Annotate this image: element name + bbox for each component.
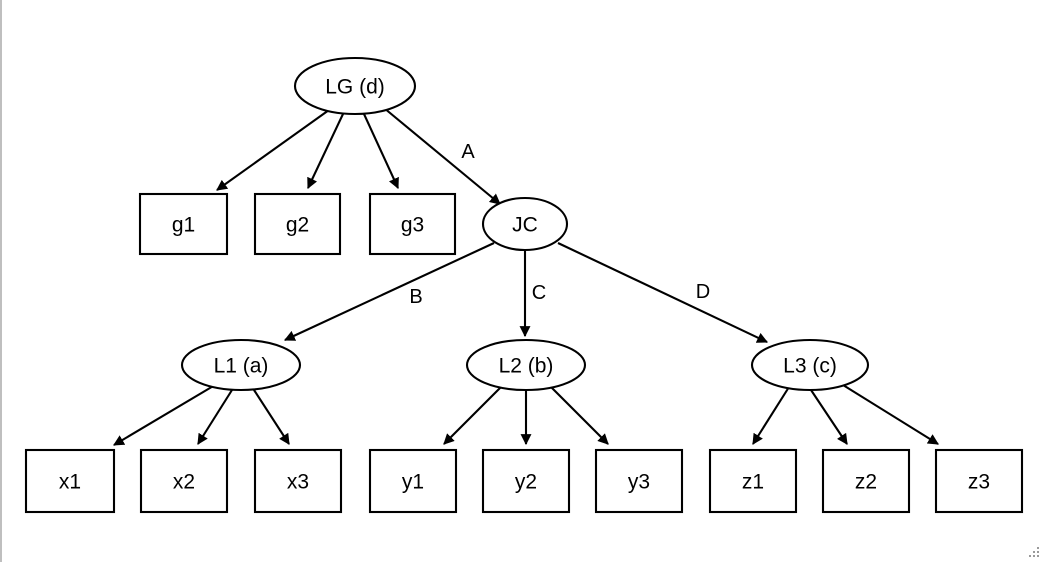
observed-node-x2[interactable]: x2 (139, 448, 229, 514)
edge-L3-to-z3 (842, 384, 939, 445)
edge-L1-to-x2 (197, 389, 233, 445)
edge-label-C: C (532, 282, 546, 304)
observed-node-z1[interactable]: z1 (708, 448, 798, 514)
edge-LG-to-g3 (363, 113, 399, 189)
edge-label-A: A (461, 141, 475, 163)
edge-JC-to-L3 (557, 242, 768, 343)
edge-L3-to-z1 (752, 386, 790, 445)
node-label-L3: L3 (c) (783, 355, 837, 378)
edge-label-B: B (409, 286, 422, 308)
nodes-layer: g1 g2 g3 x1 x2 x3 y1 y2 y3 z1 z2 z3 LG (d) JC L1 (a) L2… (24, 56, 1024, 514)
observed-node-g2[interactable]: g2 (253, 192, 342, 256)
edge-L1-to-x3 (253, 389, 290, 445)
node-label-x1: x1 (59, 471, 81, 494)
observed-node-z3[interactable]: z3 (934, 448, 1024, 514)
latent-node-L3[interactable]: L3 (c) (750, 338, 870, 392)
observed-node-g3[interactable]: g3 (368, 192, 457, 256)
edge-L2-to-y1 (443, 385, 503, 445)
node-label-y3: y3 (628, 471, 650, 494)
latent-node-L1[interactable]: L1 (a) (180, 338, 302, 392)
latent-node-JC[interactable]: JC (481, 196, 569, 252)
node-label-JC: JC (512, 214, 538, 237)
node-label-x3: x3 (287, 471, 309, 494)
edge-labels-layer: A B C D (409, 141, 710, 308)
edge-LG-to-JC (383, 107, 501, 205)
edge-label-D: D (696, 281, 710, 303)
resize-handle-icon[interactable] (1027, 547, 1040, 560)
node-label-z2: z2 (855, 471, 877, 494)
node-label-g3: g3 (401, 214, 424, 237)
edge-L2-to-y3 (549, 385, 609, 445)
observed-node-x1[interactable]: x1 (24, 448, 116, 514)
node-label-g2: g2 (286, 214, 309, 237)
observed-node-g1[interactable]: g1 (138, 192, 229, 256)
node-label-x2: x2 (173, 471, 195, 494)
observed-node-y3[interactable]: y3 (594, 448, 684, 514)
latent-node-LG[interactable]: LG (d) (293, 56, 417, 116)
node-label-L1: L1 (a) (214, 355, 269, 378)
edges-layer (113, 107, 939, 446)
edge-L1-to-x1 (113, 384, 216, 446)
node-label-z1: z1 (742, 471, 764, 494)
node-label-g1: g1 (172, 214, 195, 237)
node-label-L2: L2 (b) (499, 355, 554, 378)
latent-node-L2[interactable]: L2 (b) (465, 338, 587, 392)
observed-node-x3[interactable]: x3 (253, 448, 343, 514)
node-label-LG: LG (d) (325, 76, 385, 99)
edge-JC-to-L1 (284, 242, 495, 341)
edge-L3-to-z2 (810, 389, 848, 445)
node-label-y1: y1 (402, 471, 424, 494)
edge-LG-to-g1 (216, 109, 330, 191)
observed-node-y2[interactable]: y2 (481, 448, 571, 514)
observed-node-y1[interactable]: y1 (368, 448, 458, 514)
node-label-z3: z3 (968, 471, 990, 494)
node-label-y2: y2 (515, 471, 537, 494)
edge-LG-to-g2 (307, 113, 344, 189)
observed-node-z2[interactable]: z2 (821, 448, 911, 514)
